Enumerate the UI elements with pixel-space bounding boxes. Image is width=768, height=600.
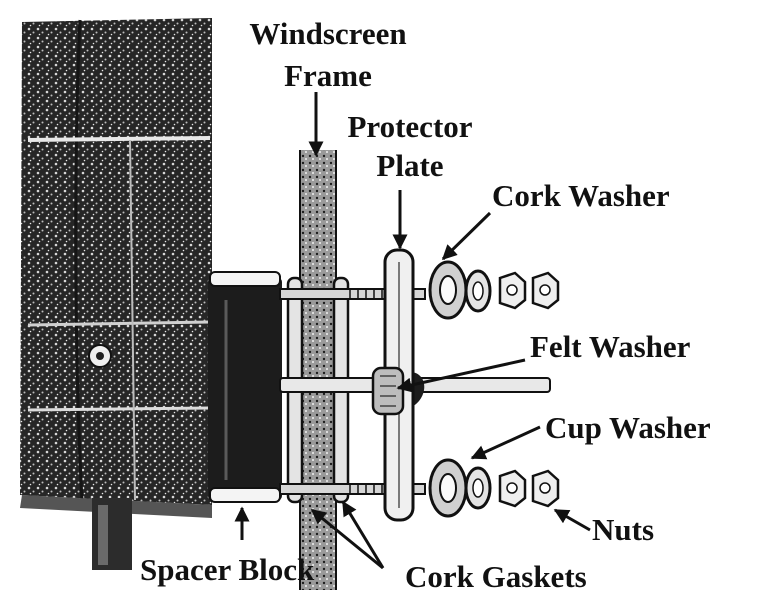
arrow-cork-washer bbox=[441, 211, 492, 261]
arrow-felt-washer bbox=[396, 358, 526, 393]
arrow-cork-gasket-2 bbox=[341, 500, 385, 569]
lower-bracket bbox=[92, 498, 132, 570]
label-windscreen-frame-line2: Frame bbox=[284, 58, 372, 93]
label-windscreen-frame-line1: Windscreen bbox=[249, 16, 406, 51]
label-protector-plate-line1: Protector bbox=[347, 109, 472, 144]
upper-cup-washer bbox=[464, 269, 492, 313]
label-cork-washer: Cork Washer bbox=[492, 178, 670, 213]
arrow-cup-washer bbox=[470, 425, 541, 460]
body-panel bbox=[20, 18, 212, 518]
label-cork-gaskets: Cork Gaskets bbox=[405, 559, 587, 594]
label-felt-washer: Felt Washer bbox=[530, 329, 691, 364]
lower-nut-2 bbox=[531, 469, 560, 508]
label-cup-washer: Cup Washer bbox=[545, 410, 711, 445]
lower-cup-washer bbox=[464, 466, 492, 510]
label-protector-plate-line2: Plate bbox=[376, 148, 443, 183]
lower-nut-1 bbox=[498, 469, 527, 508]
upper-nut-1 bbox=[498, 271, 527, 310]
lower-cork-washer bbox=[428, 458, 468, 518]
upper-nut-2 bbox=[531, 271, 560, 310]
leader-arrows bbox=[234, 92, 591, 570]
arrow-nuts bbox=[553, 508, 591, 532]
felt-washer bbox=[371, 366, 405, 416]
upper-cork-washer bbox=[428, 260, 468, 320]
label-nuts: Nuts bbox=[592, 512, 654, 547]
bolts bbox=[279, 288, 426, 495]
spacer-block bbox=[208, 271, 282, 503]
label-spacer-block: Spacer Block bbox=[140, 552, 315, 587]
arrow-cork-gasket-1 bbox=[310, 508, 384, 570]
